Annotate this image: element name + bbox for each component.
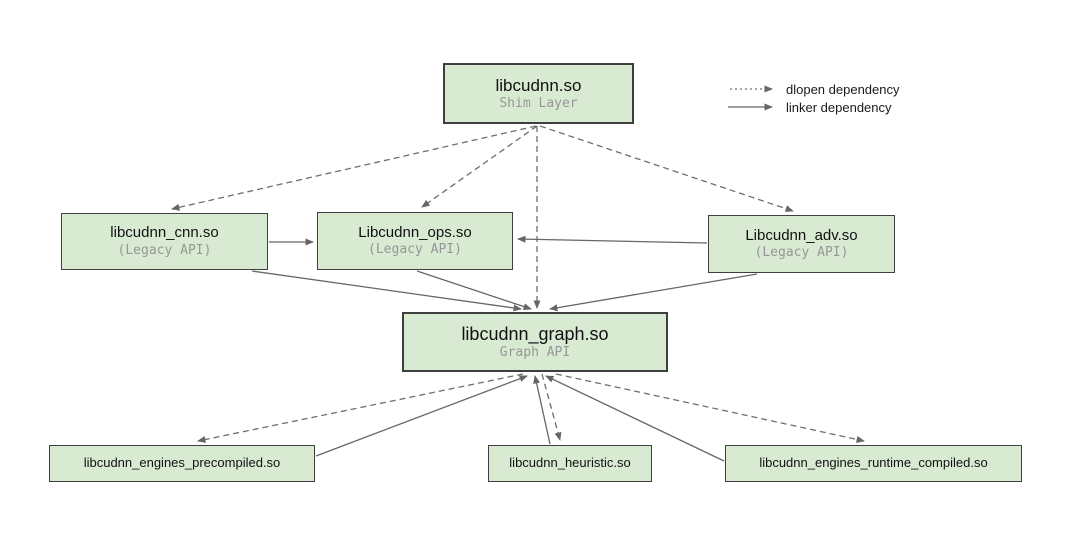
node-libcudnn-engines-runtime-compiled: libcudnn_engines_runtime_compiled.so — [725, 445, 1022, 482]
node-libcudnn-ops: Libcudnn_ops.so (Legacy API) — [317, 212, 513, 270]
edge-heuristic-to-graph-linker — [533, 375, 551, 445]
edge-graph-to-runtime-dlopen — [555, 373, 865, 443]
node-subtitle: (Legacy API) — [368, 242, 462, 258]
node-subtitle: (Legacy API) — [117, 242, 212, 258]
node-title: libcudnn_heuristic.so — [509, 455, 631, 471]
node-subtitle: (Legacy API) — [754, 245, 849, 261]
node-title: libcudnn_engines_precompiled.so — [83, 455, 281, 471]
node-title: libcudnn_engines_runtime_compiled.so — [759, 455, 988, 471]
node-subtitle: Graph API — [499, 345, 571, 361]
node-libcudnn-graph: libcudnn_graph.so Graph API — [402, 312, 668, 372]
edge-shim-to-ops-dlopen — [421, 125, 538, 208]
edge-graph-to-heuristic-dlopen — [541, 373, 562, 441]
node-title: Libcudnn_adv.so — [745, 226, 858, 244]
node-title: libcudnn.so — [495, 75, 582, 95]
edge-precompiled-to-graph-linker — [315, 375, 528, 457]
legend-dlopen-label: dlopen dependency — [786, 82, 900, 97]
node-title: libcudnn_graph.so — [461, 323, 609, 344]
node-libcudnn-heuristic: libcudnn_heuristic.so — [488, 445, 652, 482]
node-libcudnn-shim: libcudnn.so Shim Layer — [443, 63, 634, 124]
edge-runtime-to-graph-linker — [545, 375, 725, 462]
node-libcudnn-adv: Libcudnn_adv.so (Legacy API) — [708, 215, 895, 273]
edge-adv-to-graph-linker — [549, 273, 758, 312]
legend-linker-label: linker dependency — [786, 100, 892, 115]
edge-graph-to-precompiled-dlopen — [197, 373, 524, 443]
edge-ops-to-graph-linker — [416, 270, 532, 310]
edge-shim-to-cnn-dlopen — [171, 125, 537, 211]
node-libcudnn-cnn: libcudnn_cnn.so (Legacy API) — [61, 213, 268, 270]
node-title: Libcudnn_ops.so — [358, 223, 472, 241]
edge-cnn-to-graph-linker — [251, 270, 522, 312]
edge-shim-to-adv-dlopen — [539, 125, 794, 212]
node-title: libcudnn_cnn.so — [110, 224, 219, 241]
node-subtitle: Shim Layer — [499, 96, 578, 111]
node-libcudnn-engines-precompiled: libcudnn_engines_precompiled.so — [49, 445, 315, 482]
edge-adv-to-ops-linker — [517, 235, 708, 244]
